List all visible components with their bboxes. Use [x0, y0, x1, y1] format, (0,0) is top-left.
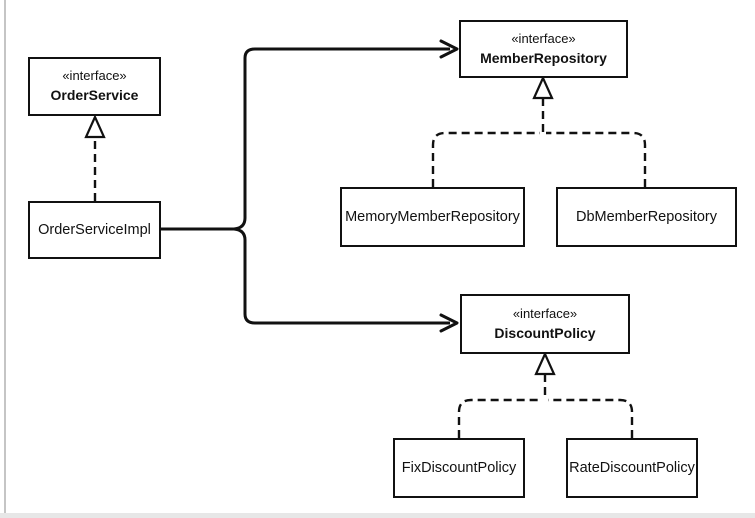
dependency-arrowhead-discountpolicy: [439, 313, 459, 333]
dependency-line-memberrepository: [161, 47, 450, 231]
class-name-label: OrderService: [50, 87, 139, 104]
class-node-db-member-repository: DbMemberRepository: [556, 187, 737, 247]
class-name-label: MemoryMemberRepository: [345, 208, 520, 225]
class-node-order-service-impl: OrderServiceImpl: [28, 201, 161, 259]
realization-line-dbmemberrepository: [546, 131, 647, 187]
class-name-label: FixDiscountPolicy: [401, 459, 517, 476]
class-name-label: RateDiscountPolicy: [569, 459, 695, 476]
stereotype-label: «interface»: [512, 305, 578, 321]
left-frame-line: [4, 0, 6, 518]
bottom-frame-band: [0, 513, 755, 518]
class-name-label: DiscountPolicy: [494, 324, 596, 341]
realization-line-ratediscountpolicy: [548, 398, 634, 438]
class-node-fix-discount-policy: FixDiscountPolicy: [393, 438, 525, 498]
class-node-member-repository: «interface» MemberRepository: [459, 20, 628, 78]
stereotype-label: «interface»: [511, 30, 576, 46]
class-node-order-service: «interface» OrderService: [28, 57, 161, 116]
dependency-line-discountpolicy: [161, 227, 450, 325]
dependency-arrowhead-memberrepository: [439, 39, 459, 59]
realization-line-fixdiscountpolicy: [457, 398, 542, 438]
realization-triangle-memberrepository: [532, 75, 554, 100]
class-name-label: OrderServiceImpl: [38, 221, 151, 238]
realization-line-memorymemberrepository: [431, 131, 540, 187]
class-node-memory-member-repository: MemoryMemberRepository: [340, 187, 525, 247]
class-name-label: MemberRepository: [480, 49, 607, 66]
realization-triangle-discountpolicy: [534, 351, 556, 376]
class-node-discount-policy: «interface» DiscountPolicy: [460, 294, 630, 354]
realization-triangle-orderservice: [84, 114, 106, 139]
class-name-label: DbMemberRepository: [575, 208, 718, 225]
class-node-rate-discount-policy: RateDiscountPolicy: [566, 438, 698, 498]
stereotype-label: «interface»: [62, 68, 127, 84]
